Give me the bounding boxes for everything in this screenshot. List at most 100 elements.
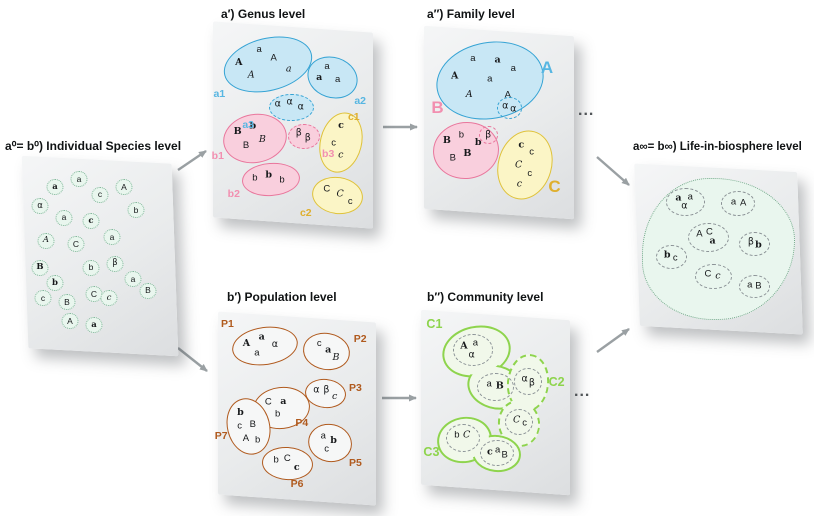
species-symbol: c <box>237 420 242 432</box>
species-symbol: β <box>323 384 330 396</box>
species-symbol: B <box>449 152 456 164</box>
species-symbol: b <box>254 434 260 446</box>
population-label-P3: P3 <box>349 382 362 395</box>
species-symbol: c <box>294 461 300 473</box>
ellipsis-family-to-biosphere: ... <box>578 102 595 119</box>
species-symbol: A <box>696 228 703 240</box>
genus-label-b3: b3 <box>322 148 335 161</box>
species-symbol: A <box>270 52 277 64</box>
species-symbol: a <box>109 231 115 242</box>
species-symbol: c <box>97 189 103 200</box>
species-symbol: c <box>338 119 345 131</box>
family-group-B-beta: β <box>478 126 499 145</box>
species-symbol: b <box>88 262 94 273</box>
population-label-P2: P2 <box>353 332 367 345</box>
population-label-P4: P4 <box>295 417 309 430</box>
species-symbol: b <box>274 408 281 420</box>
species-marker: A <box>37 232 55 249</box>
species-marker: B <box>139 282 157 299</box>
species-symbol: A <box>121 181 127 192</box>
species-symbol: β <box>528 377 535 389</box>
species-symbol: c <box>316 338 322 350</box>
species-symbol: A <box>465 89 473 101</box>
species-marker: c <box>91 186 109 203</box>
title-individual-species-level: a⁰= b⁰) Individual Species level <box>5 139 182 153</box>
species-symbol: c <box>106 292 112 303</box>
species-symbol: A <box>451 70 459 82</box>
species-symbol: C <box>72 239 80 250</box>
species-symbol: A <box>246 69 254 81</box>
species-symbol: B <box>36 262 44 273</box>
species-symbol: α <box>313 384 320 396</box>
species-symbol: c <box>528 146 534 158</box>
species-symbol: a <box>285 62 292 74</box>
genus-label-c1: c1 <box>347 111 360 124</box>
species-symbol: b <box>264 169 272 181</box>
ellipsis-community-to-biosphere: ... <box>574 383 591 400</box>
population-label-P7: P7 <box>214 429 228 442</box>
species-marker: a <box>70 171 88 188</box>
species-symbol: c <box>40 292 46 303</box>
species-symbol: a <box>279 396 286 408</box>
species-symbol: a <box>486 377 492 389</box>
flow-arrow <box>177 347 208 372</box>
species-marker: b <box>82 259 100 276</box>
species-symbol: B <box>463 147 472 159</box>
species-symbol: C <box>513 414 521 426</box>
species-symbol: b <box>273 454 279 466</box>
genus-label-a2: a2 <box>354 95 367 108</box>
species-symbol: c <box>323 444 329 456</box>
species-symbol: a <box>687 191 693 203</box>
species-symbol: a <box>255 43 261 55</box>
genus-label-a3: a3 <box>242 119 255 131</box>
species-symbol: b <box>663 249 671 261</box>
flow-arrow <box>596 156 630 186</box>
species-symbol: b <box>133 204 139 215</box>
species-symbol: a <box>258 332 265 344</box>
species-symbol: C <box>90 289 98 300</box>
species-symbol: c <box>517 139 524 151</box>
species-symbol: C <box>462 429 471 441</box>
species-symbol: a <box>334 74 341 86</box>
species-symbol: C <box>336 188 344 200</box>
flow-arrow <box>596 328 630 353</box>
species-symbol: A <box>67 316 73 327</box>
species-symbol: a <box>675 192 682 204</box>
species-marker: B <box>58 294 76 311</box>
species-symbol: α <box>521 373 528 385</box>
species-marker: a <box>46 178 64 195</box>
species-symbol: c <box>331 391 338 403</box>
species-marker: A <box>115 178 133 195</box>
species-marker: β <box>106 255 124 272</box>
species-symbol: a <box>494 444 501 456</box>
species-symbol: b <box>52 277 58 288</box>
species-symbol: b <box>252 172 258 184</box>
species-symbol: B <box>495 380 504 392</box>
species-symbol: A <box>740 196 747 208</box>
species-symbol: B <box>258 134 266 146</box>
species-symbol: B <box>332 352 340 364</box>
species-marker: b <box>46 274 64 291</box>
species-marker: c <box>100 290 118 307</box>
species-symbol: a <box>130 273 136 284</box>
species-marker: c <box>82 213 100 230</box>
